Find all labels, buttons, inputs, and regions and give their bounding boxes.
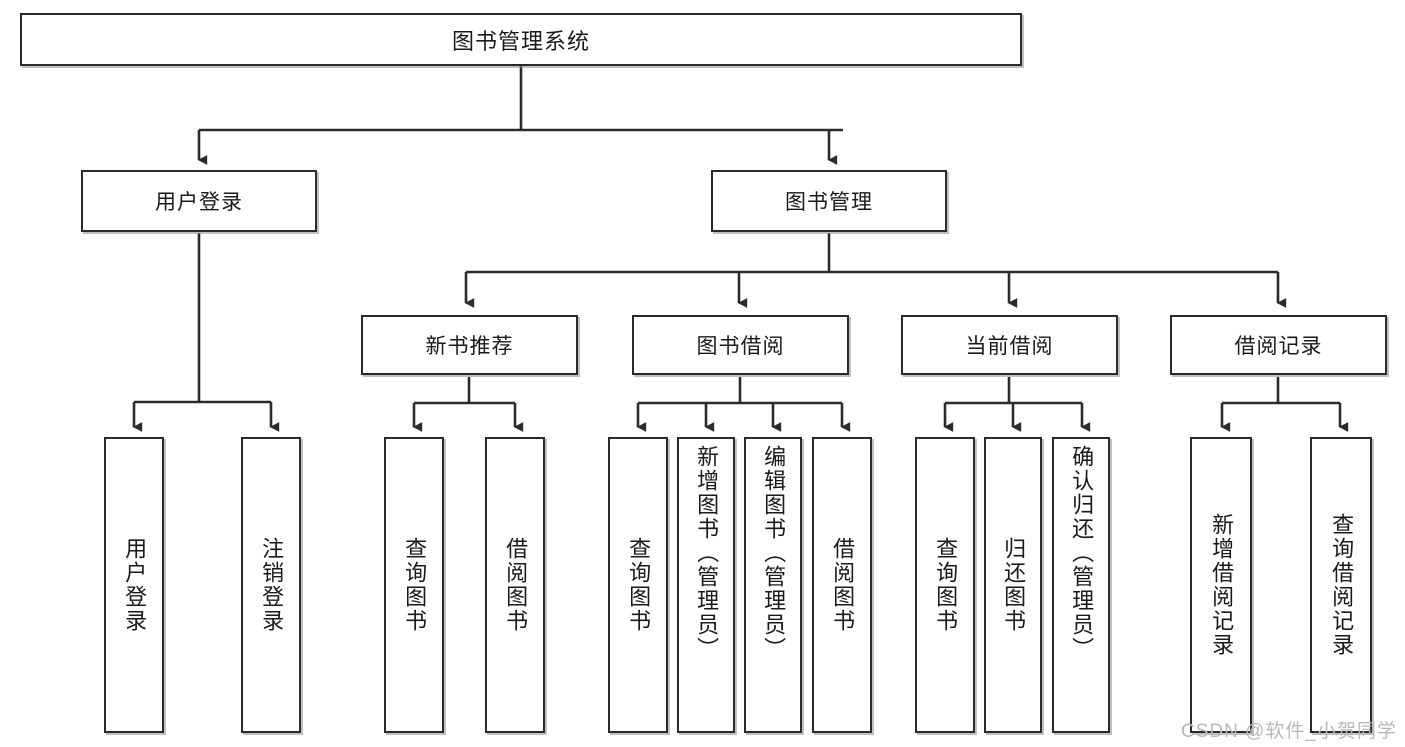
node-book-manage[interactable]: 图书管理 — [711, 170, 947, 232]
node-borrow-record[interactable]: 借阅记录 — [1170, 315, 1387, 375]
node-label: 当前借阅 — [965, 335, 1054, 358]
node-leaf-borrow-book-1[interactable]: 借阅图书 — [485, 437, 545, 733]
node-label: 新增图书（管理员） — [694, 445, 720, 661]
csdn-watermark: CSDN @软件_小贺同学 — [1181, 721, 1397, 742]
node-book-borrow[interactable]: 图书借阅 — [632, 315, 849, 375]
node-leaf-return-book[interactable]: 归还图书 — [984, 437, 1042, 733]
node-leaf-edit-book[interactable]: 编辑图书（管理员） — [744, 437, 802, 733]
node-label: 新书推荐 — [425, 335, 514, 358]
node-current-borrow[interactable]: 当前借阅 — [901, 315, 1118, 375]
node-leaf-query-book-3[interactable]: 查询图书 — [915, 437, 975, 733]
node-label: 借阅图书 — [503, 537, 529, 633]
node-leaf-borrow-book-2[interactable]: 借阅图书 — [812, 437, 872, 733]
node-label: 编辑图书（管理员） — [761, 445, 787, 661]
node-label: 查询图书 — [626, 537, 652, 633]
node-label: 用户登录 — [155, 191, 243, 214]
node-user-login[interactable]: 用户登录 — [81, 170, 317, 232]
node-label: 用户登录 — [122, 537, 148, 633]
node-label: 图书管理系统 — [451, 28, 590, 54]
node-leaf-user-logout[interactable]: 注销登录 — [241, 437, 301, 733]
node-label: 图书管理 — [785, 191, 873, 214]
node-label: 查询借阅记录 — [1329, 513, 1355, 657]
node-leaf-add-record[interactable]: 新增借阅记录 — [1190, 437, 1252, 733]
node-leaf-query-record[interactable]: 查询借阅记录 — [1310, 437, 1372, 733]
node-label: 归还图书 — [1001, 537, 1027, 633]
node-system-root[interactable]: 图书管理系统 — [20, 13, 1022, 66]
node-leaf-query-book-1[interactable]: 查询图书 — [384, 437, 444, 733]
node-leaf-add-book[interactable]: 新增图书（管理员） — [677, 437, 735, 733]
node-label: 注销登录 — [259, 537, 285, 633]
node-label: 新增借阅记录 — [1209, 513, 1235, 657]
node-label: 确认归还（管理员） — [1069, 445, 1095, 661]
node-new-book-recommend[interactable]: 新书推荐 — [361, 315, 578, 375]
node-leaf-confirm-return[interactable]: 确认归还（管理员） — [1052, 437, 1110, 733]
node-label: 图书借阅 — [696, 335, 785, 358]
node-label: 借阅图书 — [830, 537, 856, 633]
node-label: 查询图书 — [402, 537, 428, 633]
node-leaf-user-login[interactable]: 用户登录 — [104, 437, 164, 733]
node-label: 借阅记录 — [1234, 335, 1323, 358]
node-leaf-query-book-2[interactable]: 查询图书 — [608, 437, 668, 733]
node-label: 查询图书 — [933, 537, 959, 633]
